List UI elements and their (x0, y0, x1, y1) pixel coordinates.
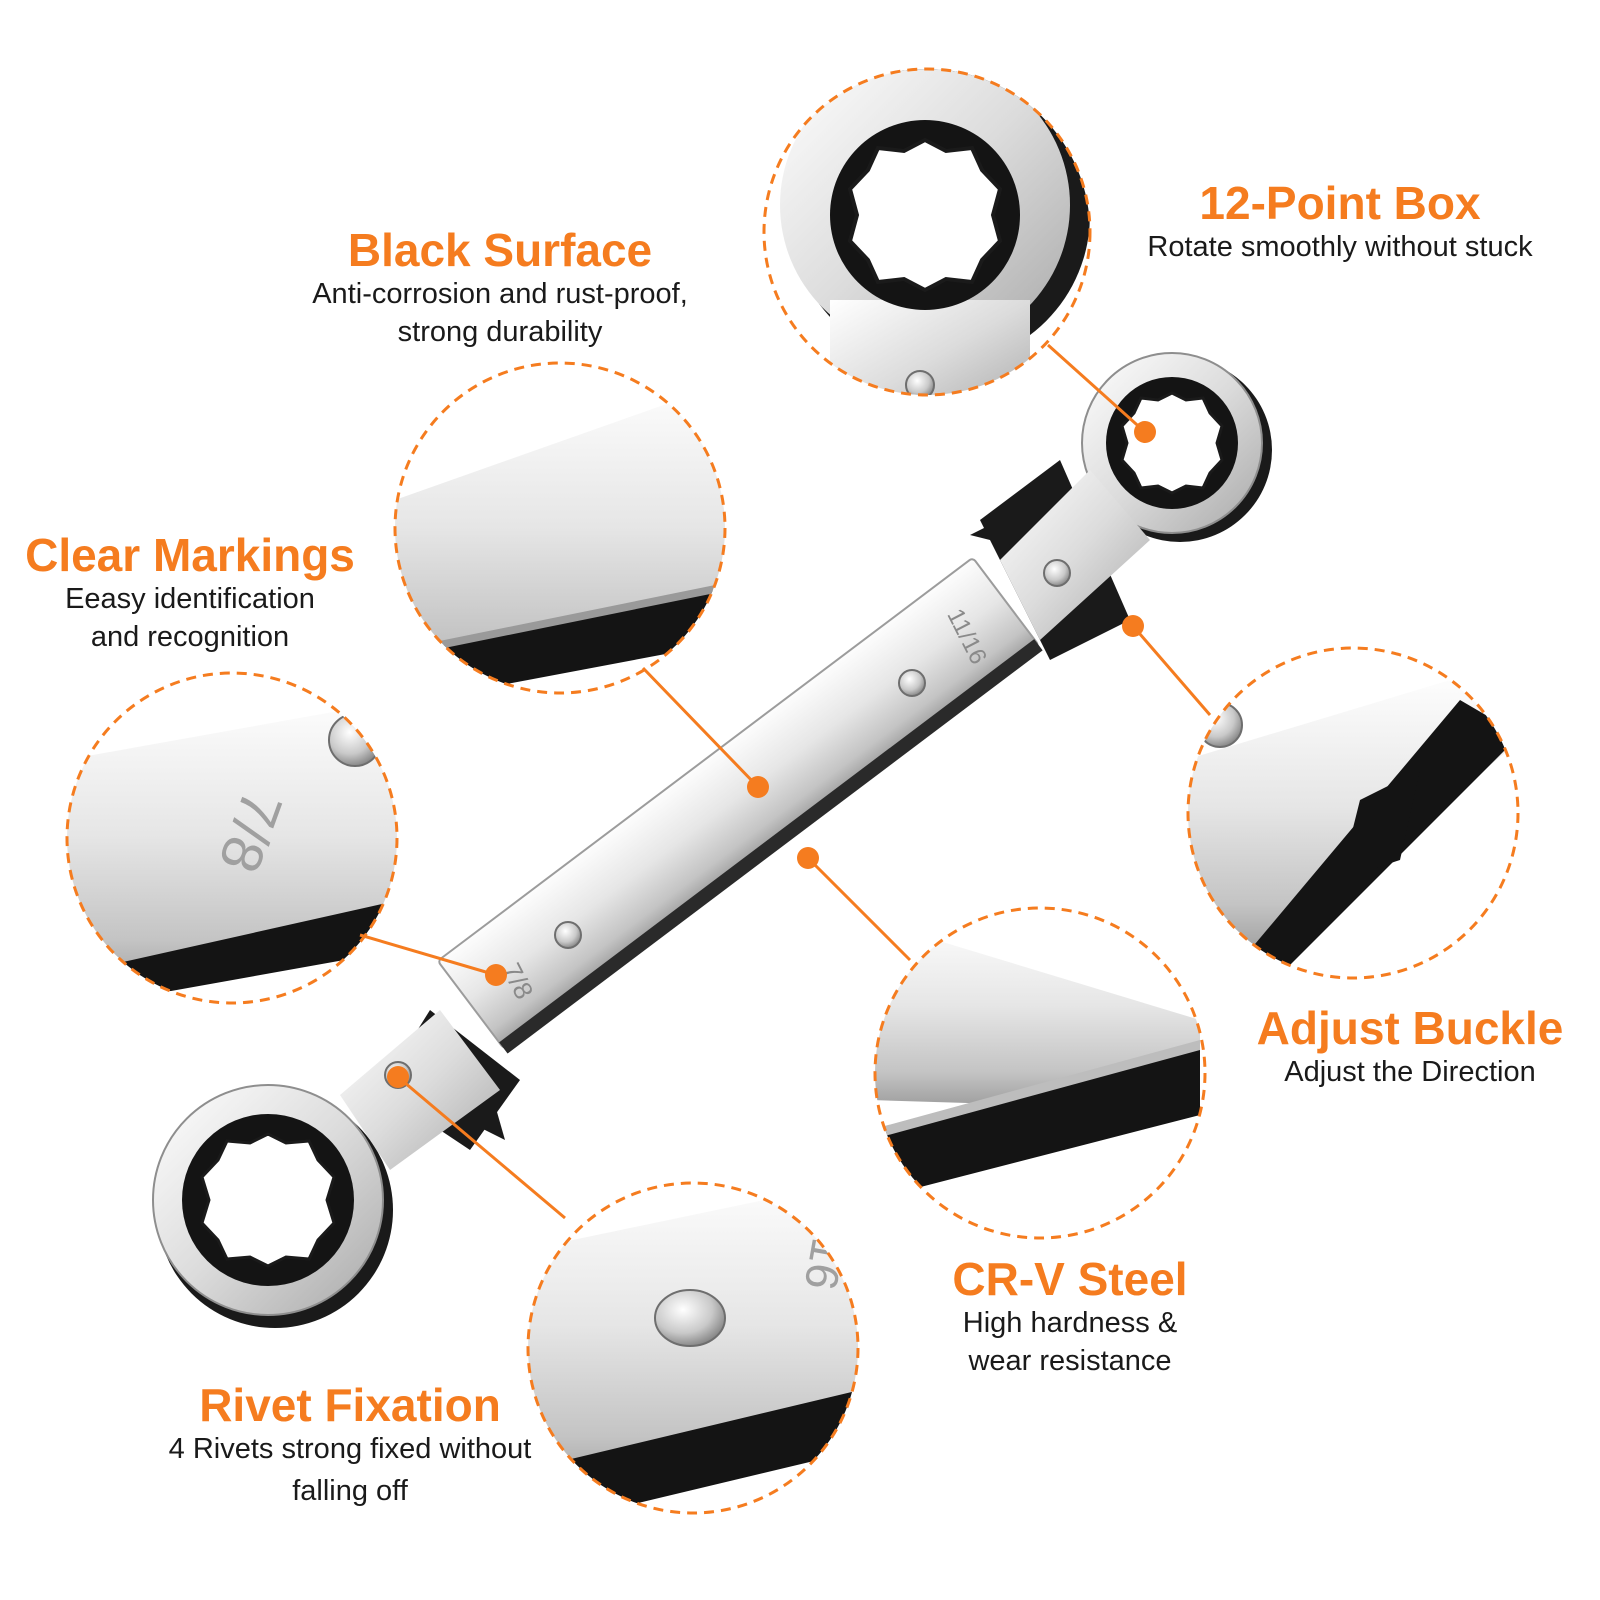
wrench-large-head (152, 1010, 520, 1328)
svg-text:/16: /16 (795, 1222, 857, 1294)
feature-title: Black Surface (347, 224, 653, 276)
zoom-clear-markings: 7/8 (65, 671, 399, 1005)
feature-crv-steel: CR-V Steel High hardness & wear resistan… (920, 1254, 1220, 1380)
feature-desc: Eeasy identification and recognition (10, 580, 370, 656)
feature-title: CR-V Steel (952, 1253, 1188, 1305)
feature-desc: High hardness & wear resistance (920, 1304, 1220, 1380)
feature-title: 12-Point Box (1199, 177, 1481, 229)
zoom-black-surface (393, 361, 727, 695)
zoom-adjust-buckle (1186, 646, 1520, 980)
zoom-twelve-point-box (762, 67, 1092, 397)
callout-adjust-buckle (1122, 615, 1212, 716)
feature-desc-line: High hardness & (962, 1307, 1178, 1339)
feature-title: Rivet Fixation (199, 1379, 501, 1431)
feature-desc-line: and recognition (90, 621, 290, 653)
feature-desc-line: falling off (292, 1475, 408, 1507)
callout-twelve-point-box (1046, 343, 1156, 443)
feature-desc-line: Eeasy identification (65, 583, 315, 615)
rivet-3 (554, 921, 582, 949)
rivet-1 (1043, 559, 1071, 587)
zoom-crv-steel (873, 906, 1207, 1240)
feature-adjust-buckle: Adjust Buckle Adjust the Direction (1230, 1003, 1590, 1091)
wrench-small-head (980, 352, 1272, 660)
feature-twelve-point-box: 12-Point Box Rotate smoothly without stu… (1105, 178, 1575, 266)
feature-desc: 4 Rivets strong fixed without falling of… (145, 1430, 555, 1510)
callout-rivet-fixation (387, 1066, 566, 1220)
feature-clear-markings: Clear Markings Eeasy identification and … (10, 530, 370, 656)
wrench: 11/16 7/8 (152, 352, 1272, 1328)
feature-desc-line: Adjust the Direction (1284, 1056, 1536, 1088)
feature-black-surface: Black Surface Anti-corrosion and rust-pr… (285, 225, 715, 351)
callout-black-surface (641, 666, 769, 798)
zoom-rivet-fixation: /16 (526, 1181, 860, 1515)
feature-rivet-fixation: Rivet Fixation 4 Rivets strong fixed wit… (145, 1380, 555, 1510)
callout-crv-steel (797, 847, 912, 962)
feature-desc-line: Rotate smoothly without stuck (1147, 231, 1533, 263)
feature-desc: Anti-corrosion and rust-proof, strong du… (285, 275, 715, 351)
feature-title: Adjust Buckle (1256, 1002, 1564, 1054)
feature-desc-line: strong durability (397, 316, 603, 348)
feature-desc-line: 4 Rivets strong fixed without (168, 1433, 532, 1465)
wrench-shaft (438, 558, 1043, 1054)
feature-desc: Adjust the Direction (1230, 1053, 1590, 1091)
feature-title: Clear Markings (25, 529, 355, 581)
callout-clear-markings (359, 933, 507, 986)
feature-desc: Rotate smoothly without stuck (1105, 228, 1575, 266)
feature-desc-line: wear resistance (968, 1345, 1172, 1377)
feature-desc-line: Anti-corrosion and rust-proof, (312, 278, 688, 310)
rivet-2 (898, 669, 926, 697)
buckle-bottom (465, 1105, 505, 1140)
buckle-top (970, 520, 1010, 545)
